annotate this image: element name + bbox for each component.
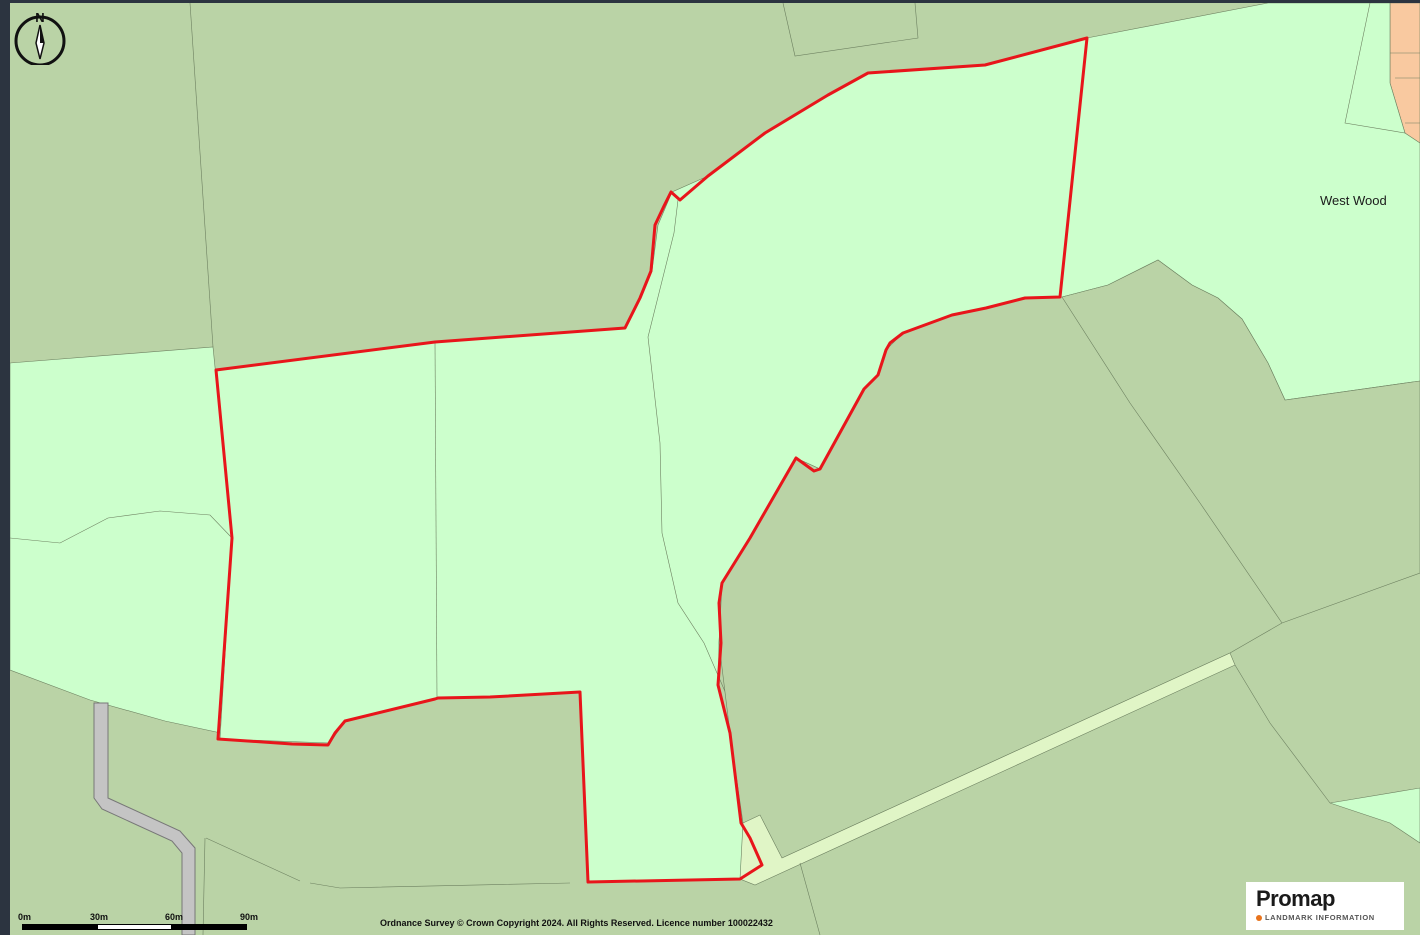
field-north-small (782, 3, 919, 57)
field-north-line (189, 3, 214, 348)
map-canvas[interactable] (10, 3, 1420, 935)
field-boundary-southeast (1234, 664, 1331, 804)
scale-tick-0: 0m (18, 912, 32, 922)
scale-segment (97, 924, 172, 930)
promap-tagline-text: LANDMARK INFORMATION (1265, 913, 1375, 922)
north-arrow-icon: N (14, 10, 66, 65)
north-label: N (35, 10, 44, 25)
scale-tick-30: 30m (90, 912, 109, 922)
promap-tagline: LANDMARK INFORMATION (1256, 913, 1396, 922)
scale-segment (172, 924, 247, 930)
place-label-west-wood: West Wood (1320, 193, 1387, 208)
promap-dot-icon (1256, 915, 1262, 922)
field-left-light (10, 346, 233, 734)
road-edge (202, 837, 206, 935)
field-divider-west (434, 341, 438, 700)
promap-wordmark: Promap (1256, 886, 1335, 911)
field-boundary-diagonal (1061, 296, 1283, 624)
road (93, 702, 196, 935)
field-boundary-line (10, 510, 233, 544)
building-plot-grid (1390, 52, 1420, 124)
scale-tick-60: 60m (165, 912, 184, 922)
field-boundary-south (799, 862, 821, 935)
scale-bar: 0m 30m 60m 90m (10, 912, 260, 934)
scale-tick-90: 90m (240, 912, 259, 922)
building-garden (1344, 3, 1406, 134)
track (739, 652, 1236, 886)
woodland-light-southeast (1329, 787, 1420, 844)
scale-segment (22, 924, 97, 930)
field-boundary-southwest (205, 837, 571, 889)
site-boundary-west-parcel (214, 36, 1089, 884)
map-frame[interactable]: N West Wood (10, 3, 1420, 935)
copyright-notice: Ordnance Survey © Crown Copyright 2024. … (380, 918, 773, 928)
promap-logo: Promap LANDMARK INFORMATION (1246, 882, 1404, 930)
